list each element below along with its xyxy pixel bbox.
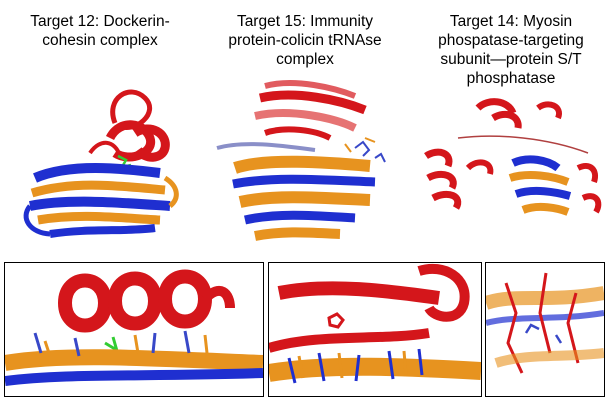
structure-target-12 <box>20 78 190 256</box>
figure-title-target-14: Target 14: Myosin phospatase-targeting s… <box>438 13 584 87</box>
figure-title-target-15: Target 15: Immunity protein-colicin tRNA… <box>228 13 382 68</box>
zoom-panel-target-15 <box>268 262 482 397</box>
structure-target-14 <box>418 78 604 256</box>
structure-target-15 <box>205 78 405 256</box>
zoom-panel-target-14 <box>485 262 605 397</box>
figure-title-target-12: Target 12: Dockerin- cohesin complex <box>30 13 170 49</box>
zoom-panel-target-12 <box>4 262 264 397</box>
